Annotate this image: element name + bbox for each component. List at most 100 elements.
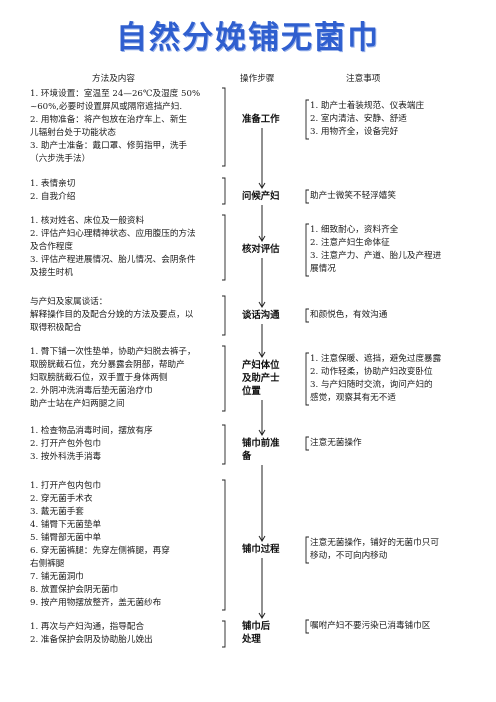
content-line: 1. 臀下铺一次性垫单，协助产妇脱去裤子， [30, 347, 196, 357]
content-line: 1. 打开产包内包巾 [30, 481, 102, 491]
content-block: 1. 环境设置：室温至 24—26℃及湿度 50% ~60%,必要时设置屏风或隔帘… [30, 88, 220, 166]
flow-arrow [258, 301, 266, 308]
note-line: 1. 注意保暖、遮挡，避免过度暴露 [310, 354, 442, 364]
content-block: 1. 再次与产妇沟通，指导配合 2. 准备保护会阴及协助胎儿娩出 [30, 621, 220, 647]
content-line: 1. 检查物品消毒时间，摆放有序 [30, 426, 153, 436]
content-line: （六步洗手法） [30, 154, 91, 164]
content-line: 1. 表情亲切 [30, 179, 76, 189]
content-line: 与产妇及家属谈话： [30, 297, 108, 307]
content-line: 取膀胱截石位，充分暴露会阴部，帮助产 [30, 360, 185, 370]
note-line: 嘱咐产妇不要污染已消毒铺巾区 [310, 621, 431, 631]
step-label: 准备工作 [242, 113, 294, 126]
content-block: 1. 检查物品消毒时间，摆放有序 2. 打开产包外包巾 3. 按外科洗手消毒 [30, 425, 220, 464]
content-line: 2. 穿无菌手术衣 [30, 494, 93, 504]
content-bracket [222, 214, 226, 281]
header-notes: 注意事项 [346, 74, 381, 84]
notes-block: 1. 助产士着装规范、仪表端庄 2. 室内清洁、安静、舒适 3. 用物齐全，设备完好 [310, 100, 486, 139]
note-line: 2. 注意产妇生命体征 [310, 238, 390, 248]
content-line: 儿辐射台处于功能状态 [30, 128, 116, 138]
note-line: 移动，不可向内移动 [310, 551, 388, 561]
content-bracket [222, 177, 226, 205]
content-line: 2. 外阴冲洗消毒后垫无菌治疗巾 [30, 386, 153, 396]
step-label-line: 位置 [242, 386, 261, 397]
content-bracket [222, 620, 226, 648]
step-label: 铺巾前准备 [242, 437, 294, 463]
notes-bracket [305, 619, 309, 634]
content-bracket [222, 424, 226, 465]
content-line: 5. 铺臀部无菌中单 [30, 533, 102, 543]
content-line: 8. 放置保护会阴无菌巾 [30, 585, 119, 595]
content-line: 3. 助产士准备：戴口罩、修剪指甲，洗手 [30, 141, 188, 151]
content-line: 1. 再次与产妇沟通，指导配合 [30, 622, 145, 632]
notes-block: 和颜悦色，有效沟通 [310, 309, 486, 322]
content-bracket [222, 345, 226, 412]
content-line: 助产士站在产妇两腿之间 [30, 399, 125, 409]
notes-block: 注意无菌操作 [310, 437, 486, 450]
step-label-line: 铺巾后 [242, 621, 271, 632]
content-line: 1. 核对姓名、床位及一般资料 [30, 216, 145, 226]
flow-arrow [258, 235, 266, 242]
notes-block: 助产士微笑不轻浮嬉笑 [310, 190, 486, 203]
step-label-line: 产妇体位 [242, 360, 280, 371]
note-line: 3. 注意产力、产道、胎儿及产程进 [310, 251, 442, 261]
header-steps: 操作步骤 [240, 74, 275, 84]
note-line: 2. 室内清洁、安静、舒适 [310, 114, 407, 124]
step-label: 核对评估 [242, 243, 294, 256]
note-line: 注意无菌操作，铺好的无菌巾只可 [310, 538, 439, 548]
note-line: 助产士微笑不轻浮嬉笑 [310, 191, 396, 201]
note-line: 注意无菌操作 [310, 438, 362, 448]
notes-bracket [305, 436, 309, 451]
content-block: 与产妇及家属谈话：解释操作目的及配合分娩的方法及要点，以取得积极配合 [30, 296, 220, 335]
note-line: 3. 与产妇随时交流，询问产妇的 [310, 380, 433, 390]
content-bracket [222, 295, 226, 336]
notes-block: 1. 细致耐心，资料齐全 2. 注意产妇生命体征 3. 注意产力、产道、胎儿及产程进… [310, 224, 486, 276]
notes-bracket [305, 352, 309, 406]
notes-block: 1. 注意保暖、遮挡，避免过度暴露 2. 动作轻柔，协助产妇改变卧位 3. 与产妇随… [310, 353, 486, 405]
step-label-line: 铺巾前准 [242, 438, 280, 449]
content-block: 1. 表情亲切 2. 自我介绍 [30, 178, 220, 204]
content-bracket [222, 87, 226, 167]
step-label-line: 问候产妇 [242, 191, 280, 202]
notes-bracket [305, 536, 309, 564]
step-label: 问候产妇 [242, 190, 294, 203]
note-line: 3. 用物齐全，设备完好 [310, 127, 399, 137]
step-label-line: 及助产士 [242, 373, 280, 384]
content-bracket [222, 479, 226, 611]
note-line: 1. 助产士着装规范、仪表端庄 [310, 101, 425, 111]
note-line: 感觉，观察其有无不适 [310, 393, 396, 403]
flow-arrow [258, 182, 266, 189]
content-line: 3. 按外科洗手消毒 [30, 452, 102, 462]
content-line: 2. 打开产包外包巾 [30, 439, 102, 449]
flow-arrow [258, 351, 266, 358]
content-block: 1. 臀下铺一次性垫单，协助产妇脱去裤子，取膀胱截石位，充分暴露会阴部，帮助产妇… [30, 346, 220, 411]
step-label-line: 谈话沟通 [242, 310, 280, 321]
step-label: 铺巾后处理 [242, 620, 294, 646]
notes-bracket [305, 99, 309, 140]
content-line: 7. 铺无菌洞巾 [30, 572, 84, 582]
content-line: 9. 按产用物摆放整齐，盖无菌纱布 [30, 598, 162, 608]
notes-block: 嘱咐产妇不要污染已消毒铺巾区 [310, 620, 486, 633]
step-label: 产妇体位及助产士位置 [242, 359, 294, 398]
header-content: 方法及内容 [92, 74, 135, 84]
content-line: ~60%,必要时设置屏风或隔帘遮挡产妇. [30, 102, 183, 112]
step-label-line: 准备工作 [242, 114, 280, 125]
content-line: 6. 穿无菌裤腿：先穿左侧裤腿，再穿 [30, 546, 170, 556]
step-label: 谈话沟通 [242, 309, 294, 322]
flow-arrow [258, 535, 266, 542]
content-line: 2. 自我介绍 [30, 192, 76, 202]
step-label-line: 备 [242, 451, 252, 462]
content-line: 1. 环境设置：室温至 24—26℃及湿度 50% [30, 89, 201, 99]
note-line: 1. 细致耐心，资料齐全 [310, 225, 399, 235]
content-line: 2. 准备保护会阴及协助胎儿娩出 [30, 635, 153, 645]
flow-arrow [258, 612, 266, 619]
note-line: 2. 动作轻柔，协助产妇改变卧位 [310, 367, 433, 377]
flow-arrow [258, 429, 266, 436]
content-line: 2. 用物准备：将产包放在治疗车上、新生 [30, 115, 188, 125]
step-label-line: 核对评估 [242, 244, 280, 255]
note-line: 和颜悦色，有效沟通 [310, 310, 388, 320]
step-label: 铺巾过程 [242, 543, 294, 556]
content-line: 及接生时机 [30, 268, 73, 278]
content-line: 3. 戴无菌手套 [30, 507, 84, 517]
